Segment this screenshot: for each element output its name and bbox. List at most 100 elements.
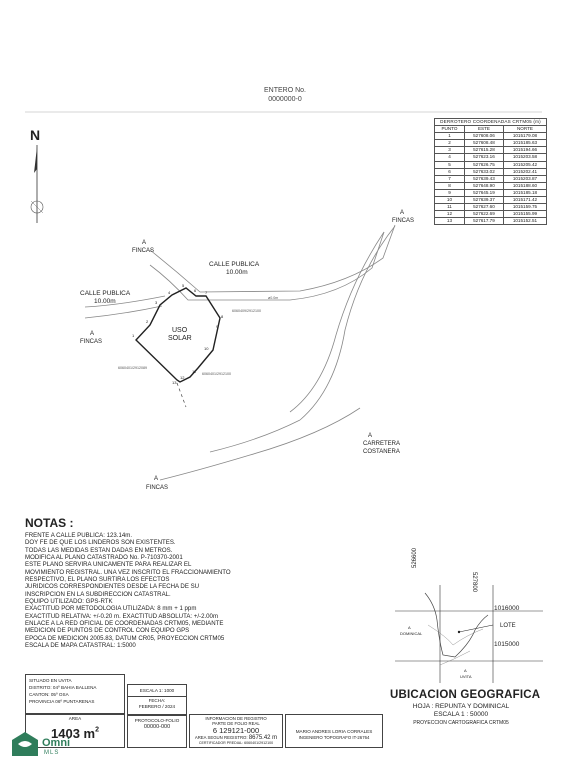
table-cell: 1015185.63	[502, 139, 548, 148]
table-cell: 1015194.66	[502, 146, 548, 155]
point-label: 13	[172, 380, 177, 385]
area-number: 1403 m	[51, 726, 96, 741]
label-calle-width: 10.00m	[226, 269, 248, 276]
entero-label: ENTERO No.	[263, 87, 306, 94]
table-cell: 1015171.42	[502, 196, 548, 205]
map-lote: LOTE	[500, 623, 516, 629]
table-cell: 1015188.60	[502, 181, 548, 190]
point-label: 6	[194, 288, 197, 293]
road-edge-upper	[149, 224, 396, 293]
label-uso: USO	[172, 327, 188, 334]
label-a: A	[400, 210, 405, 216]
omni-mls-logo: Omni MLS	[10, 726, 80, 768]
point-label: 3	[155, 300, 158, 305]
label-a: A	[90, 331, 95, 337]
map-y2: 1015000	[494, 641, 520, 648]
scale-date-box: ESCALA 1: 1000 FECHA: FEBRERO / 2024	[127, 684, 187, 716]
highway-edge	[289, 231, 385, 413]
nota-line: MODIFICA AL PLANO CATASTRADO No. P-71037…	[25, 554, 183, 562]
nota-line: RESPECTIVO, EL PLANO SURTIRA LOS EFECTOS	[25, 576, 170, 584]
ubicacion-title: UBICACION GEOGRAFICA	[390, 689, 541, 701]
point-label: 5	[182, 283, 185, 288]
certificador: CERTIFICADOR PREDIAL: 6060401/2912100	[198, 741, 274, 745]
highway-lower-edge	[159, 407, 361, 481]
nota-line: EPOCA DE MEDICION 2005.83, DATUM CR05, P…	[25, 634, 225, 642]
location-box: SITUADO EN UVITA DISTRITO: 04º BAHIA BAL…	[25, 674, 125, 714]
logo-sub: MLS	[44, 750, 60, 756]
north-arrow-icon	[30, 145, 44, 223]
map-x2: 527800	[471, 572, 477, 593]
map-uvita: UVITA	[460, 674, 472, 679]
label-carretera: CARRETERA	[363, 441, 401, 447]
registro-2: PARTE DE FOLIO REAL	[212, 721, 260, 726]
nota-line: INSCRIPCION EN LA SUBDIRECCION CATASTRAL…	[25, 590, 171, 598]
label-solar: SOLAR	[168, 335, 192, 342]
area-box: AREA 1403 m2	[25, 714, 125, 748]
table-cell: 1015179.08	[502, 132, 548, 141]
point-label: 10	[204, 346, 209, 351]
point-label: 12	[180, 375, 185, 380]
point-label: 2	[146, 319, 149, 324]
protocolo-label: PROTOCOLO-FOLIO	[134, 718, 180, 723]
highway-edge	[299, 225, 396, 421]
location-map	[395, 585, 543, 683]
nota-line: JURIDICOS CORRESPONDIENTES DESDE LA FECH…	[25, 583, 200, 591]
nota-line: MOVIMIENTO REGISTRAL. UNA VEZ INSCRITO E…	[25, 568, 231, 576]
north-label: N	[30, 127, 41, 143]
nota-line: EXACTITUD RELATIVA: +/-0.20 m. EXACTITUD…	[25, 612, 219, 620]
map-x1: 526600	[412, 547, 418, 568]
distance-label: ø0.0m	[268, 296, 279, 300]
table-cell: 1015159.75	[502, 203, 548, 212]
logo-name: Omni	[42, 737, 71, 749]
point-label: 7	[205, 290, 208, 295]
protocolo: 00000-000	[143, 724, 171, 730]
nota-line: EXACTITUD POR METODOLOGIA UTILIZADA: 8 m…	[25, 605, 197, 613]
highway-lower-edge	[209, 419, 301, 453]
nota-line: EQUIPO UTILIZADO: GPS-RTK	[25, 598, 113, 606]
nota-line: ENLACE A LA RED OFICIAL DE COORDENADAS C…	[25, 620, 224, 628]
finca-number: 6060401/2912089	[118, 366, 147, 370]
calle-edge	[84, 305, 163, 319]
notas-title: NOTAS :	[25, 516, 74, 530]
nota-line: TODAS LAS MEDIDAS ESTAN DADAS EN METROS.	[25, 546, 173, 554]
ubicacion-subtitle: HOJA : REPUNTA Y DOMINICAL ESCALA 1 : 50…	[406, 703, 516, 727]
protocolo-box: PROTOCOLO-FOLIO 00000-000	[127, 714, 187, 748]
label-fincas: FINCAS	[146, 485, 169, 491]
ubicacion-proyeccion: PROYECCION CARTOGRAFICA CRTM05	[413, 720, 509, 726]
area-value: 1403 m2	[26, 726, 124, 742]
area-registro-label: AREA SEGUN REGISTRO:	[194, 735, 248, 740]
area-sup: 2	[95, 726, 99, 734]
point-label: 8	[221, 314, 224, 319]
nota-line: MEDICION DE PUNTOS DE CONTROL CON EQUIPO…	[25, 627, 190, 635]
table-cell: 1015155.99	[502, 210, 548, 219]
lot-boundary	[135, 287, 221, 383]
table-cell: 1015203.87	[502, 174, 548, 183]
table-cell: 1015203.58	[502, 153, 548, 162]
distrito: DISTRITO: 04º BAHIA BALLENA	[29, 685, 97, 690]
ingeniero-titulo: INGENIERO TOPOGRAFO IT-26764	[298, 735, 370, 740]
nota-line: ESCALA DE MAPA CATASTRAL: 1:5000	[25, 642, 136, 650]
label-calle-publica: CALLE PUBLICA	[80, 290, 131, 297]
coordinates-table: DERROTERO COORDENADAS CRTM05 (m) PUNTO E…	[434, 117, 548, 226]
label-calle-width: 10.00m	[94, 298, 116, 305]
provincia: PROVINCIA 06º PUNTARENAS	[29, 699, 95, 704]
folio: 6 129121-000	[212, 726, 260, 735]
canton: CANTON: 05º OSA	[29, 692, 69, 697]
point-label: 9	[216, 324, 219, 329]
situado: SITUADO EN UVITA	[29, 678, 72, 683]
coordinates-table-title: DERROTERO COORDENADAS CRTM05 (m)	[434, 117, 547, 127]
map-label-a: A	[464, 668, 467, 673]
map-label-a: A	[408, 625, 411, 630]
map-dominical: DOMINICAL	[400, 631, 423, 636]
nota-line: ESTE PLANO SERVIRA UNICAMENTE PARA REALI…	[25, 561, 192, 569]
engineer-box: MARIO ANDRES LORIA CORRALES INGENIERO TO…	[285, 714, 383, 748]
